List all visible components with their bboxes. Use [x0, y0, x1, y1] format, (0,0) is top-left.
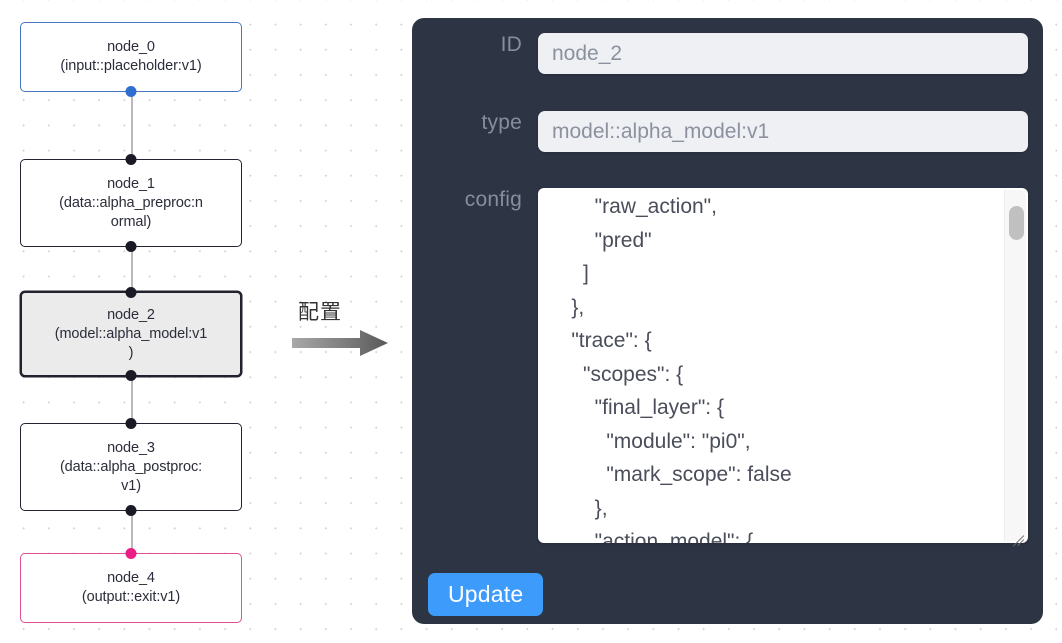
- id-field-label: ID: [500, 33, 522, 56]
- edge-node2-node3: [131, 376, 133, 422]
- resize-grip-icon[interactable]: [1008, 523, 1025, 540]
- node-handle-bottom[interactable]: [125, 505, 137, 516]
- field-row-id: ID: [428, 33, 1028, 74]
- node-handle-bottom[interactable]: [125, 86, 137, 97]
- node-handle-top[interactable]: [125, 287, 137, 298]
- graph-node-node_0[interactable]: node_0 (input::placeholder:v1): [20, 22, 242, 97]
- node-handle-bottom[interactable]: [125, 241, 137, 252]
- node-handle-top[interactable]: [125, 418, 137, 429]
- graph-node-node_1[interactable]: node_1 (data::alpha_preproc:n ormal): [20, 154, 242, 252]
- node-label: node_0 (input::placeholder:v1): [60, 39, 202, 74]
- node-handle-top[interactable]: [125, 548, 137, 559]
- node-label: node_4 (output::exit:v1): [81, 570, 181, 605]
- node-config-panel: ID type config "raw_action", "pred" ] },…: [412, 18, 1043, 624]
- graph-node-node_4[interactable]: node_4 (output::exit:v1): [20, 548, 242, 623]
- node-handle-bottom[interactable]: [125, 370, 137, 381]
- config-field-label: config: [464, 188, 522, 211]
- field-row-type: type: [428, 111, 1028, 152]
- config-scrollbar[interactable]: [1004, 190, 1026, 541]
- edge-node3-node4: [131, 511, 133, 553]
- right-arrow-icon: [292, 330, 388, 356]
- node-label: node_1 (data::alpha_preproc:n ormal): [59, 175, 203, 230]
- config-scrollbar-thumb[interactable]: [1009, 206, 1024, 240]
- node-label: node_3 (data::alpha_postproc: v1): [59, 439, 203, 494]
- node-label: node_2 (model::alpha_model:v1 ): [54, 306, 208, 361]
- graph-node-node_2[interactable]: node_2 (model::alpha_model:v1 ): [20, 287, 242, 381]
- transition-arrow-group: 配置: [292, 296, 400, 362]
- arrow-label: 配置: [298, 300, 342, 324]
- node-handle-top[interactable]: [125, 154, 137, 165]
- update-button[interactable]: Update: [428, 573, 544, 616]
- id-input[interactable]: [538, 33, 1028, 74]
- config-textarea-wrapper: "raw_action", "pred" ] }, "trace": { "sc…: [538, 188, 1028, 543]
- field-row-config: config "raw_action", "pred" ] }, "trace"…: [428, 188, 1028, 543]
- config-textarea[interactable]: "raw_action", "pred" ] }, "trace": { "sc…: [538, 188, 1028, 543]
- edge-node0-node1: [131, 90, 133, 160]
- type-input[interactable]: [538, 111, 1028, 152]
- edge-node1-node2: [131, 246, 133, 292]
- graph-node-node_3[interactable]: node_3 (data::alpha_postproc: v1): [20, 418, 242, 516]
- type-field-label: type: [481, 111, 522, 134]
